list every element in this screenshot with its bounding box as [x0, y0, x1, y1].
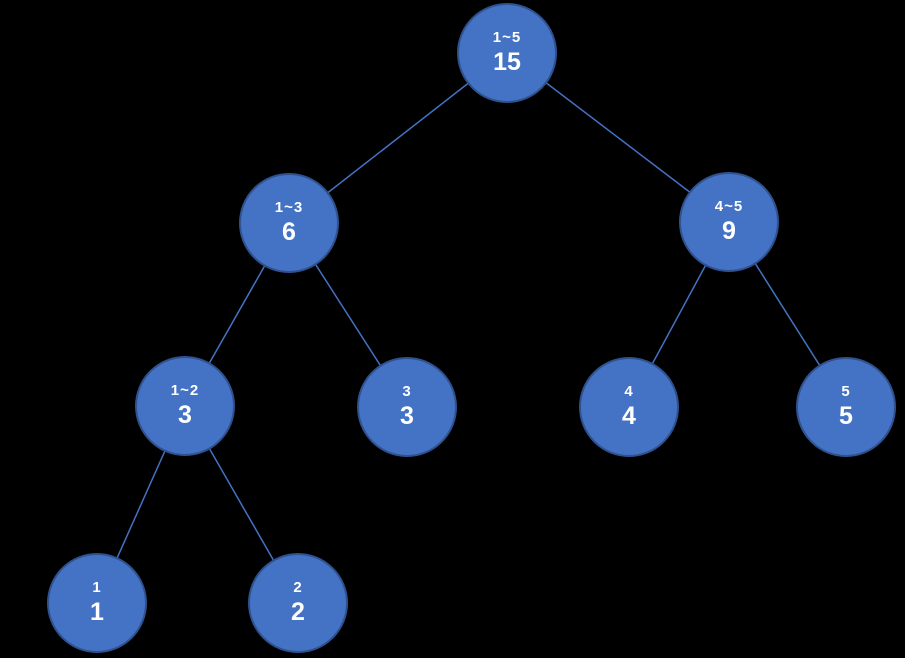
node-value: 4	[622, 402, 636, 430]
node-value: 15	[493, 48, 521, 76]
node-range-label: 1~5	[492, 29, 522, 47]
tree-node-1-3: 1~3 6	[239, 173, 339, 273]
node-range-label: 5	[841, 383, 851, 401]
node-value: 6	[282, 218, 296, 246]
tree-node-4-5: 4~5 9	[679, 172, 779, 272]
node-range-label: 2	[293, 579, 303, 597]
node-range-label: 1~2	[170, 382, 200, 400]
node-range-label: 4	[624, 383, 634, 401]
node-value: 3	[178, 401, 192, 429]
tree-node-4: 4 4	[579, 357, 679, 457]
node-value: 2	[291, 598, 305, 626]
node-range-label: 1~3	[274, 199, 304, 217]
node-range-label: 4~5	[714, 198, 744, 216]
tree-node-5: 5 5	[796, 357, 896, 457]
node-value: 9	[722, 217, 736, 245]
tree-node-2: 2 2	[248, 553, 348, 653]
tree-node-1-5: 1~5 15	[457, 3, 557, 103]
node-range-label: 1	[92, 579, 102, 597]
tree-node-1: 1 1	[47, 553, 147, 653]
tree-node-1-2: 1~2 3	[135, 356, 235, 456]
node-range-label: 3	[402, 383, 412, 401]
node-value: 3	[400, 402, 414, 430]
tree-node-3: 3 3	[357, 357, 457, 457]
node-value: 5	[839, 402, 853, 430]
node-value: 1	[90, 598, 104, 626]
